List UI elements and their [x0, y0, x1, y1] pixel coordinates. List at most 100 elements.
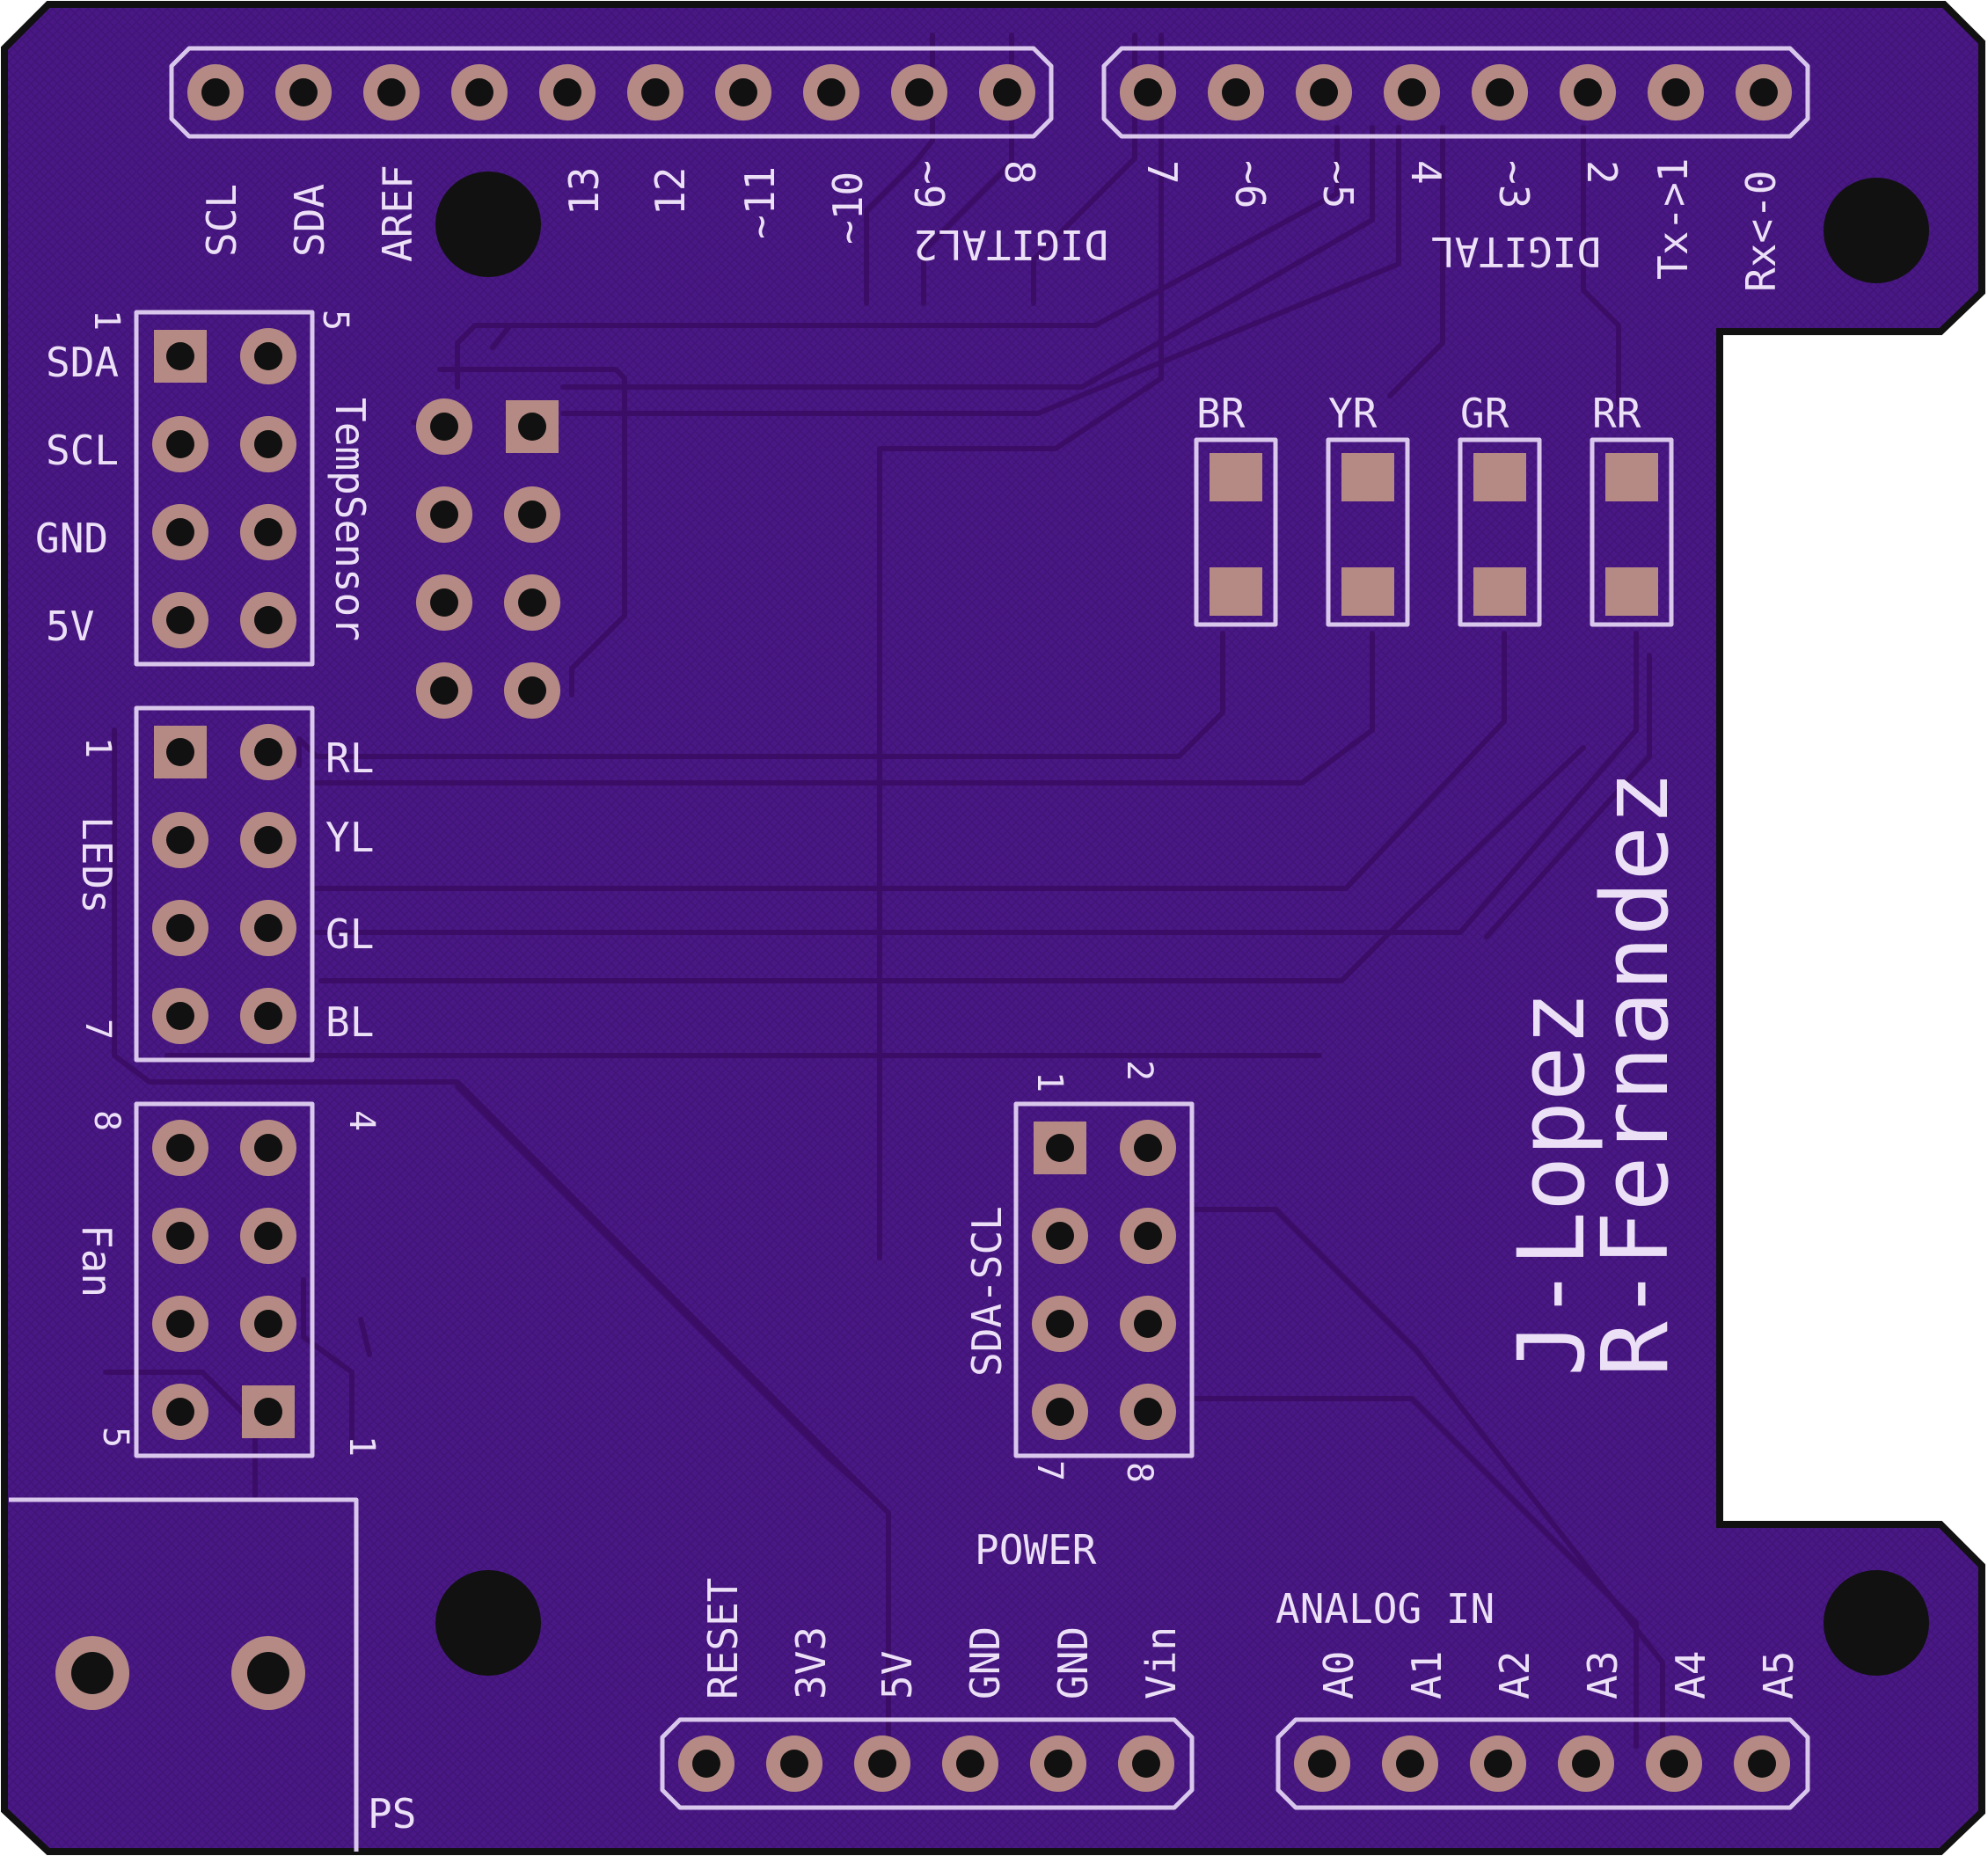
pin-label: 5V [873, 1651, 921, 1699]
fan-title: Fan [73, 1224, 121, 1297]
drill-hole [166, 1002, 194, 1030]
drill-hole [166, 342, 194, 370]
resistor-label-gr: GR [1460, 390, 1509, 437]
power-supply-outline [9, 1497, 359, 1852]
pin-label-yl: YL [325, 814, 374, 861]
drill-hole [1748, 1750, 1776, 1778]
pin-label: ~5 [1314, 160, 1362, 208]
drill-hole [518, 676, 546, 705]
pin-label-bl: BL [325, 998, 374, 1046]
header-outlines [169, 46, 1810, 1810]
sda-scl-outline [1013, 1101, 1195, 1458]
pin-label: GND [961, 1626, 1009, 1699]
pin-label: 12 [647, 167, 694, 216]
leds-outline [134, 705, 315, 1063]
resistor-gr-outline [1458, 437, 1542, 627]
drill-hole [1662, 78, 1690, 106]
drill-hole [1134, 1222, 1162, 1250]
drill-hole [430, 588, 458, 617]
drill-hole [71, 1652, 113, 1694]
pin-label: A4 [1667, 1651, 1714, 1699]
pin-number: 7 [1029, 1460, 1070, 1481]
author-name: J-Lopez [1498, 991, 1605, 1377]
drill-hole [166, 606, 194, 634]
resistor-rr-outline [1590, 437, 1674, 627]
drill-hole [1046, 1398, 1074, 1426]
drill-hole [780, 1750, 808, 1778]
drill-hole [1046, 1310, 1074, 1338]
pin-number: 1 [341, 1436, 382, 1457]
smd-pad [1605, 567, 1658, 616]
group-label-power: POWER [975, 1526, 1097, 1574]
resistor-footprints [1194, 437, 1674, 627]
drill-hole [254, 1398, 282, 1426]
pin-label: ~11 [736, 166, 784, 239]
sda-scl-title: SDA-SCL [963, 1206, 1011, 1377]
drill-hole [254, 1310, 282, 1338]
drill-hole [518, 588, 546, 617]
drill-hole [1046, 1222, 1074, 1250]
pin-label: ~10 [824, 172, 872, 245]
pin-label: 3V3 [787, 1626, 835, 1699]
drill-hole [430, 676, 458, 705]
resistor-yr-outline [1326, 437, 1410, 627]
drill-hole [254, 606, 282, 634]
resistor-label-rr: RR [1592, 390, 1641, 437]
pin-label: RESET [699, 1578, 747, 1699]
pin-label-gnd: GND [35, 515, 108, 562]
drill-hole [1486, 78, 1514, 106]
drill-hole [465, 78, 493, 106]
drill-hole [254, 430, 282, 458]
mounting-hole [1824, 1570, 1929, 1676]
drill-hole [1222, 78, 1250, 106]
mounting-hole [1824, 178, 1929, 283]
pin-label-5v: 5V [46, 603, 94, 650]
pin-number: 1 [77, 737, 118, 758]
pin-label-gl: GL [325, 910, 374, 958]
pin-number: 5 [95, 1427, 135, 1448]
resistor-label-br: BR [1196, 390, 1246, 437]
drill-hole [166, 914, 194, 942]
drill-hole [1132, 1750, 1160, 1778]
drill-hole [518, 413, 546, 441]
drill-hole [201, 78, 230, 106]
drill-hole [1398, 78, 1426, 106]
drill-hole [166, 738, 194, 766]
drill-hole [166, 518, 194, 546]
pin-number: 4 [341, 1110, 382, 1131]
group-label-digital2: DIGITAL2 [913, 221, 1108, 268]
resistor-labels: BR YR GR RR [1196, 390, 1641, 437]
pin-number: 8 [1119, 1462, 1159, 1483]
drill-hole [166, 826, 194, 854]
drill-hole [1572, 1750, 1600, 1778]
temp-sensor-outline [134, 310, 315, 667]
leds-title: LEDs [73, 816, 121, 914]
fan-labels: 8 4 5 1 Fan [73, 1110, 382, 1457]
drill-hole [254, 1134, 282, 1162]
pin-label: A5 [1755, 1651, 1802, 1699]
drill-hole [905, 78, 933, 106]
pin-label: AREF [374, 164, 421, 262]
drill-hole [1134, 1398, 1162, 1426]
pin-number: 1 [1029, 1071, 1070, 1092]
smd-pad [1341, 453, 1394, 501]
pin-label-rl: RL [325, 734, 374, 782]
group-label-digital: DIGITAL [1430, 228, 1601, 275]
drill-hole [289, 78, 318, 106]
pin-number: 1 [86, 310, 127, 331]
pin-number: 7 [77, 1019, 118, 1040]
top-header-left-labels: SCL SDA AREF 13 12 ~11 ~10 ~9 8 DIGITAL2 [198, 160, 1108, 268]
pin-label: 8 [996, 160, 1043, 185]
drill-hole [166, 430, 194, 458]
temp-sensor-title: TempSensor [326, 398, 374, 641]
traces [103, 33, 1665, 1749]
pin-label: SDA [286, 184, 333, 257]
pin-label-scl: SCL [46, 427, 119, 474]
mounting-holes [435, 172, 1929, 1676]
pin-label-sda: SDA [46, 339, 119, 386]
drill-hole [254, 1222, 282, 1250]
drill-hole [166, 1134, 194, 1162]
drill-hole [1308, 1750, 1336, 1778]
pin-number: 5 [315, 310, 355, 331]
